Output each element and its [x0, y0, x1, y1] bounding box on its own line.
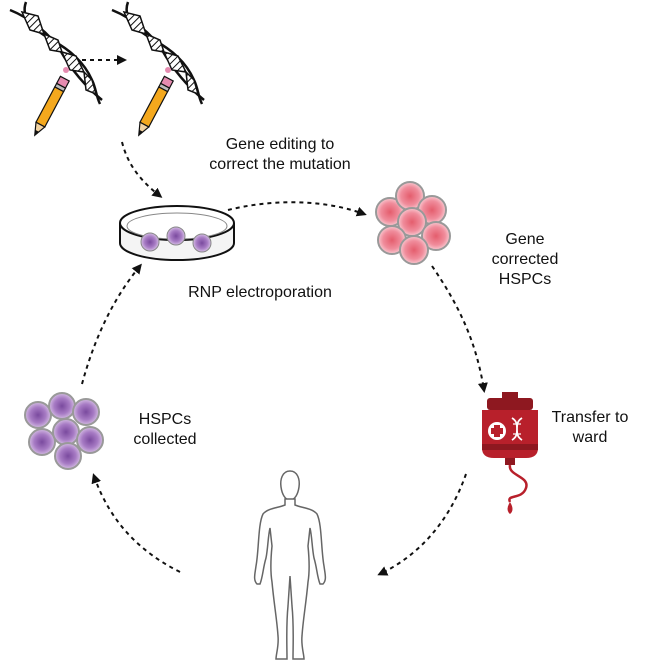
gene-corrected-label-line-2: corrected [491, 251, 559, 268]
transfer-to-ward-label: Transfer to ward [540, 408, 640, 448]
arrow-patient-to-collected [91, 473, 181, 573]
rnp-electroporation-label: RNP electroporation [160, 283, 360, 303]
pencil-icon [138, 75, 175, 137]
gene-corrected-hspcs-label: Gene corrected HSPCs [470, 230, 580, 290]
transfer-label-line-1: Transfer to [551, 409, 629, 426]
cell-cluster-icon [375, 181, 451, 265]
human-figure-icon [253, 470, 327, 660]
flow-arrows [81, 55, 488, 576]
gene-editing-label: Gene editing to correct the mutation [180, 135, 380, 175]
arrow-collected-to-dish [81, 263, 142, 385]
arrow-edit-to-dish [121, 141, 163, 198]
arrow-dish-to-corrected [227, 201, 367, 217]
dna-helix-icon [9, 1, 103, 105]
transfer-label-line-2: ward [572, 429, 608, 446]
arrow-corrected-to-bag [431, 265, 488, 393]
pencil-icon [34, 75, 71, 137]
dna-helix-icon [111, 1, 205, 105]
cell-cluster-icon [24, 392, 104, 470]
gene-corrected-label-line-1: Gene [505, 231, 545, 248]
gene-editing-label-line-2: correct the mutation [209, 156, 351, 173]
hspcs-collected-label: HSPCs collected [115, 410, 215, 450]
blood-bag-icon [482, 392, 538, 514]
collected-label-line-2: collected [133, 431, 197, 448]
rnp-electroporation-label-line-1: RNP electroporation [188, 284, 332, 301]
petri-dish-icon [119, 205, 235, 261]
gene-corrected-label-line-3: HSPCs [498, 271, 552, 288]
gene-editing-label-line-1: Gene editing to [225, 136, 335, 153]
collected-label-line-1: HSPCs [138, 411, 192, 428]
arrow-bag-to-patient [377, 473, 467, 576]
